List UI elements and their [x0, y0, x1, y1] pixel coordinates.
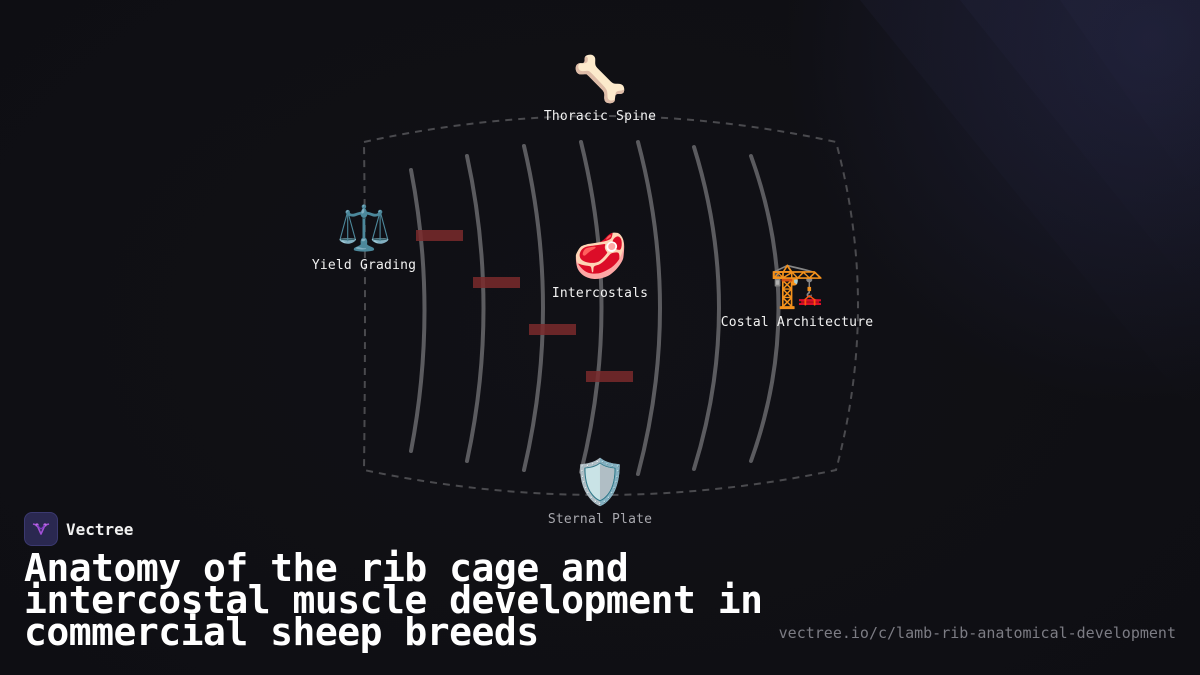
muscle-segment-3: [529, 324, 576, 335]
node-label: Thoracic Spine: [543, 109, 657, 124]
node-label: Intercostals: [551, 286, 649, 301]
rib-4: [579, 140, 604, 474]
rib-2: [465, 154, 486, 463]
shield-icon: 🛡️: [572, 457, 628, 508]
balance-scale-icon: ⚖️: [336, 203, 392, 254]
page-url[interactable]: vectree.io/c/lamb-rib-anatomical-develop…: [778, 624, 1176, 642]
construction-crane-icon: 🏗️: [769, 260, 825, 311]
cage-outline: [362, 115, 859, 496]
muscle-segment-1: [416, 230, 463, 241]
rib-5: [636, 140, 662, 476]
muscle-segment-4: [586, 371, 633, 382]
page-title: Anatomy of the rib cage and intercostal …: [24, 546, 763, 654]
rib-7: [749, 154, 781, 463]
node-thoracic-spine: 🦴 Thoracic Spine: [543, 54, 657, 125]
node-label: Costal Architecture: [720, 315, 874, 330]
node-sternal-plate: 🛡️ Sternal Plate: [547, 457, 653, 528]
meat-icon: 🥩: [572, 231, 628, 282]
node-yield-grading: ⚖️ Yield Grading: [311, 203, 417, 274]
node-label: Yield Grading: [311, 258, 417, 273]
brand: Vectree: [24, 512, 133, 546]
rib-3: [522, 144, 545, 472]
rib-6: [692, 145, 721, 471]
node-intercostals: 🥩 Intercostals: [551, 231, 649, 302]
vectree-logo-icon: [24, 512, 58, 546]
muscle-segment-2: [473, 277, 520, 288]
bone-icon: 🦴: [572, 54, 628, 105]
ribs: [409, 140, 781, 476]
node-label: Sternal Plate: [547, 512, 653, 527]
rib-1: [409, 168, 427, 453]
node-costal-architecture: 🏗️ Costal Architecture: [720, 260, 874, 331]
brand-name: Vectree: [66, 519, 134, 539]
intercostal-muscles: [416, 230, 633, 382]
